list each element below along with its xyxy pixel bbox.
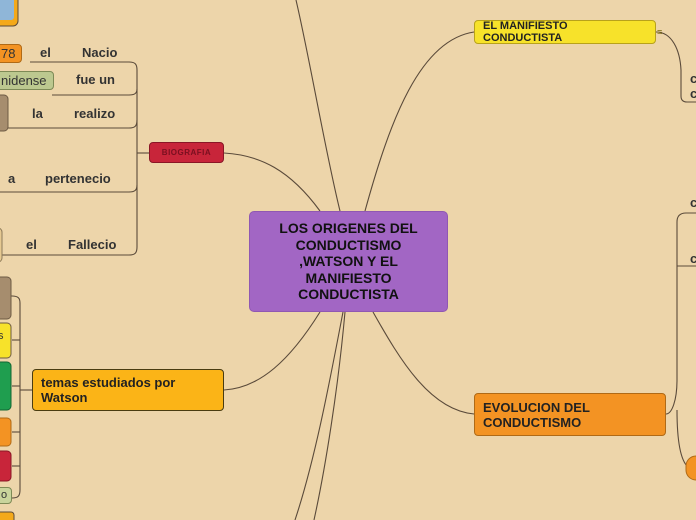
evolucion-child-fragment-2: c	[690, 251, 696, 266]
evolucion-node[interactable]: EVOLUCION DEL CONDUCTISMO	[474, 393, 666, 436]
notes-icon[interactable]: ≡	[657, 27, 663, 37]
biografia-prep-el-1: el	[40, 45, 51, 60]
manifiesto-child-fragment-2: c	[690, 86, 696, 101]
partial-node-bottom-left[interactable]	[0, 511, 15, 520]
partial-node-green[interactable]	[0, 361, 12, 411]
biografia-label: BIOGRAFIA	[161, 148, 212, 157]
evolucion-child-fragment-1: c	[690, 195, 696, 210]
evolucion-label: EVOLUCION DEL CONDUCTISMO	[483, 399, 590, 430]
biografia-prep-el-2: el	[26, 237, 37, 252]
biografia-node[interactable]: BIOGRAFIA	[149, 142, 224, 163]
manifiesto-label: EL MANIFIESTO CONDUCTISTA	[483, 20, 568, 44]
biografia-verb-fue-un: fue un	[76, 72, 115, 87]
manifiesto-node[interactable]: EL MANIFIESTO CONDUCTISTA	[474, 20, 656, 44]
biografia-prep-a: a	[8, 171, 16, 186]
biografia-verb-pertenecio: pertenecio	[45, 171, 111, 186]
temas-fragment-yellow: s	[0, 330, 4, 342]
partial-node-right-bottom[interactable]	[685, 455, 696, 481]
central-topic-label: LOS ORIGENES DEL CONDUCTISMO ,WATSON Y E…	[279, 220, 418, 303]
biografia-verb-fallecio: Fallecio	[68, 237, 117, 252]
biografia-prep-la: la	[32, 106, 43, 121]
temas-node[interactable]: temas estudiados por Watson	[32, 369, 224, 411]
partial-node-yellow[interactable]	[0, 322, 12, 359]
biografia-verb-nacio: Nacio	[82, 45, 118, 60]
partial-node-orange[interactable]	[0, 417, 12, 447]
partial-node-brown-1[interactable]	[0, 94, 9, 132]
central-topic[interactable]: LOS ORIGENES DEL CONDUCTISMO ,WATSON Y E…	[249, 211, 448, 312]
temas-fragment-chip[interactable]: o	[0, 487, 13, 504]
nacionalidad-value-chip[interactable]: nidense	[0, 71, 54, 90]
partial-node-brown-2[interactable]	[0, 276, 12, 320]
biografia-verb-realizo: realizo	[74, 106, 116, 121]
temas-label: temas estudiados por Watson	[41, 375, 176, 405]
manifiesto-child-fragment-1: c	[690, 71, 696, 86]
partial-node-left-mid[interactable]	[0, 227, 3, 263]
partial-node-red[interactable]	[0, 450, 12, 482]
nacio-value-chip[interactable]: 78	[0, 44, 23, 63]
